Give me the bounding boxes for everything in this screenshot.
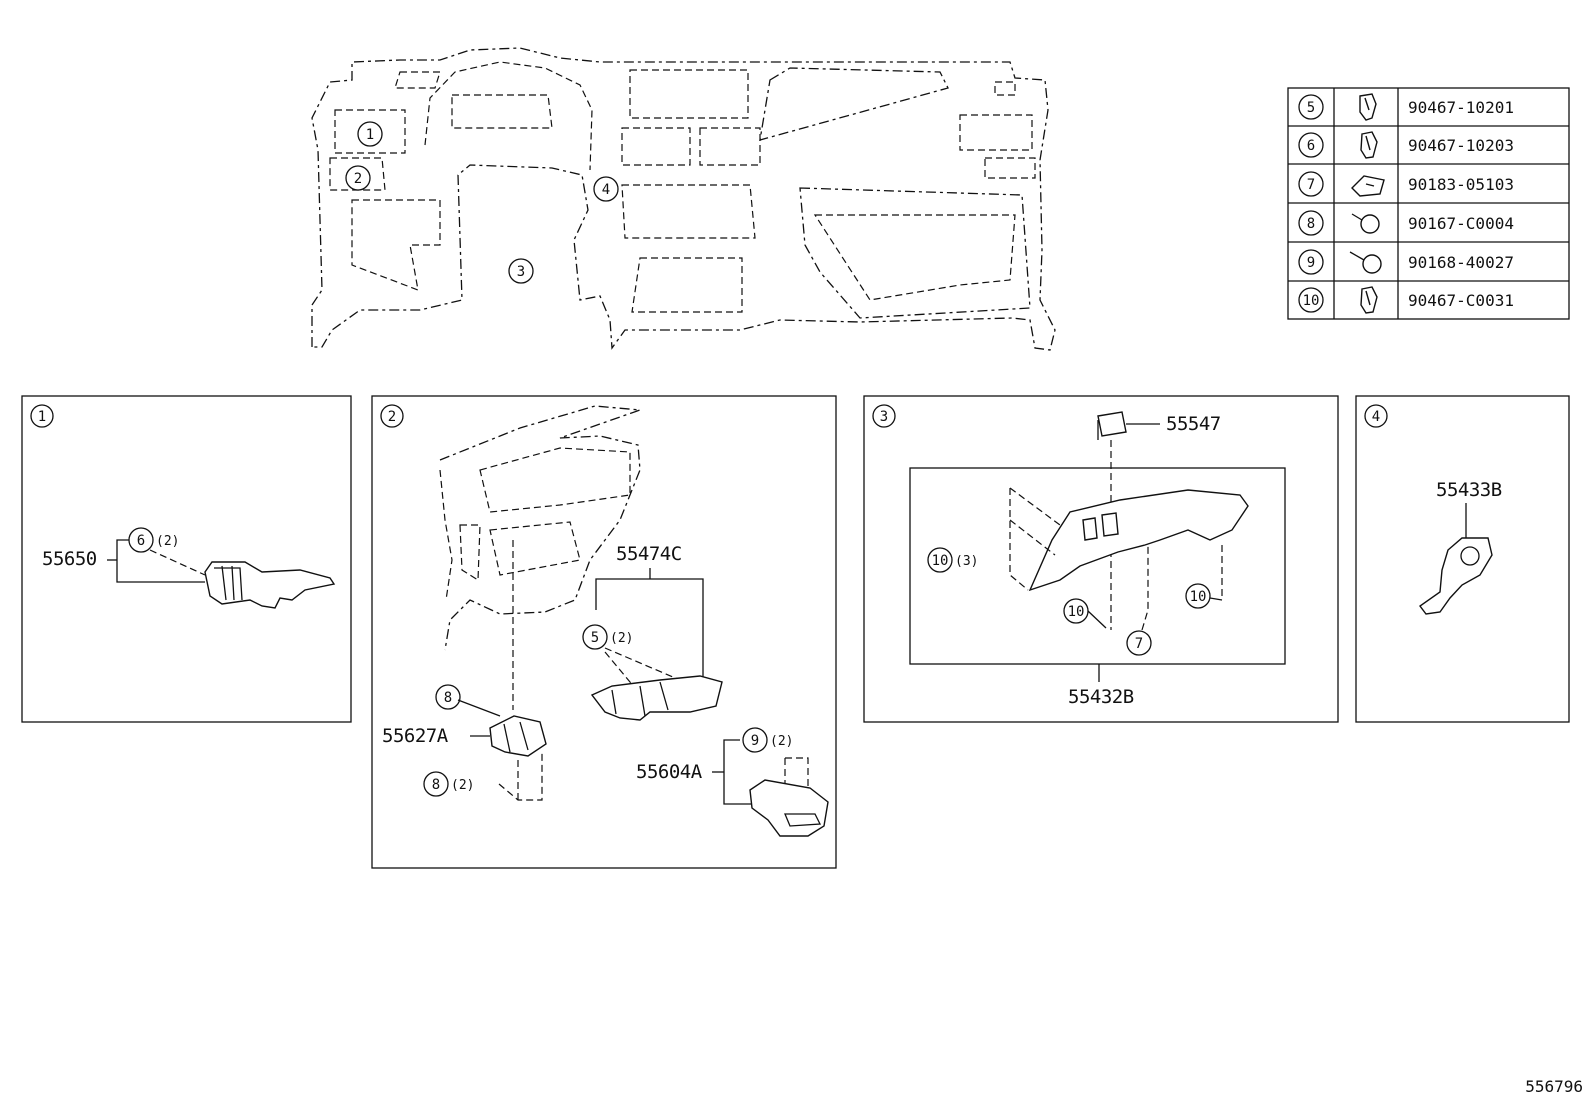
overview-ref-2: 2	[354, 171, 362, 187]
side-panel-part	[1419, 537, 1493, 615]
clip-qty: (3)	[955, 554, 978, 569]
table-ref: 5	[1307, 100, 1315, 116]
table-ref: 7	[1307, 177, 1315, 193]
side-vent-part	[204, 561, 336, 609]
clip-ref: 10	[932, 553, 949, 569]
table-part-no: 90183-05103	[1408, 175, 1514, 194]
table-part-no: 90467-10201	[1408, 98, 1514, 117]
bracket-part	[489, 715, 547, 757]
table-part-no: 90467-10203	[1408, 136, 1514, 155]
table-part-no: 90167-C0004	[1408, 214, 1514, 233]
clip-ref: 10	[1190, 589, 1207, 605]
clip-qty: (2)	[610, 631, 633, 646]
table-row: 8 90167-C0004	[1298, 210, 1514, 236]
panel-ref: 4	[1372, 409, 1380, 425]
clip-icon	[1359, 93, 1377, 121]
table-ref: 8	[1307, 216, 1315, 232]
table-part-no: 90467-C0031	[1408, 291, 1514, 310]
table-row: 10 90467-C0031	[1298, 286, 1514, 314]
table-row: 7 90183-05103	[1298, 171, 1514, 197]
part-number: 55627A	[382, 725, 449, 747]
clip-qty: (2)	[156, 534, 179, 549]
table-ref: 10	[1303, 293, 1320, 309]
part-number: 55432B	[1068, 686, 1134, 708]
overview-ref-1: 1	[366, 127, 374, 143]
screw-ref: 8	[432, 777, 440, 793]
panel-2: 2 55474C 5 (2) 8 55627A 8 (2) 9 (2	[371, 395, 837, 869]
clip-ref: 6	[137, 533, 145, 549]
table-row: 9 90168-40027	[1298, 249, 1514, 275]
part-number: 55604A	[636, 761, 703, 783]
lower-panel-part	[1028, 489, 1249, 592]
clip-ref: 10	[1068, 604, 1085, 620]
clip-ref: 5	[591, 630, 599, 646]
panel-ref: 3	[880, 409, 888, 425]
small-cover-part	[1097, 411, 1127, 437]
clip-icon	[1360, 131, 1378, 159]
screw-ref: 9	[751, 733, 759, 749]
screw-qty: (2)	[451, 778, 474, 793]
panel-3: 3 55547 10 (3) 10 10 7 55432B	[863, 395, 1339, 723]
part-number: 55474C	[616, 543, 682, 565]
screw-icon	[1351, 213, 1380, 234]
lower-trim-part	[590, 675, 723, 721]
panel-4: 4 55433B	[1355, 395, 1570, 723]
panel-ref: 2	[388, 409, 396, 425]
table-ref: 9	[1307, 255, 1315, 271]
panel-ref: 1	[38, 409, 46, 425]
part-number: 55650	[42, 548, 97, 570]
clip-icon	[1360, 286, 1378, 314]
table-part-no: 90168-40027	[1408, 253, 1514, 272]
table-ref: 6	[1307, 138, 1315, 154]
dashboard-overview: 1 2 3 4	[311, 47, 1056, 351]
diagram-id: 556796	[1525, 1077, 1583, 1096]
part-number: 55433B	[1436, 479, 1502, 501]
panel-1: 1 55650 6 (2)	[21, 395, 352, 723]
tapping-screw-icon	[1349, 251, 1382, 274]
fastener-table: 5 90467-10201 6 90467-10203 7 90183-0510…	[1287, 87, 1570, 320]
table-row: 6 90467-10203	[1298, 131, 1514, 159]
overview-ref-3: 3	[517, 264, 525, 280]
screw-qty: (2)	[770, 734, 793, 749]
part-number: 55547	[1166, 413, 1221, 435]
table-row: 5 90467-10201	[1298, 93, 1514, 121]
overview-ref-4: 4	[602, 182, 610, 198]
nut-ref: 7	[1135, 636, 1143, 652]
cover-part	[749, 779, 829, 837]
screw-ref: 8	[444, 690, 452, 706]
nut-clip-icon	[1351, 175, 1385, 197]
